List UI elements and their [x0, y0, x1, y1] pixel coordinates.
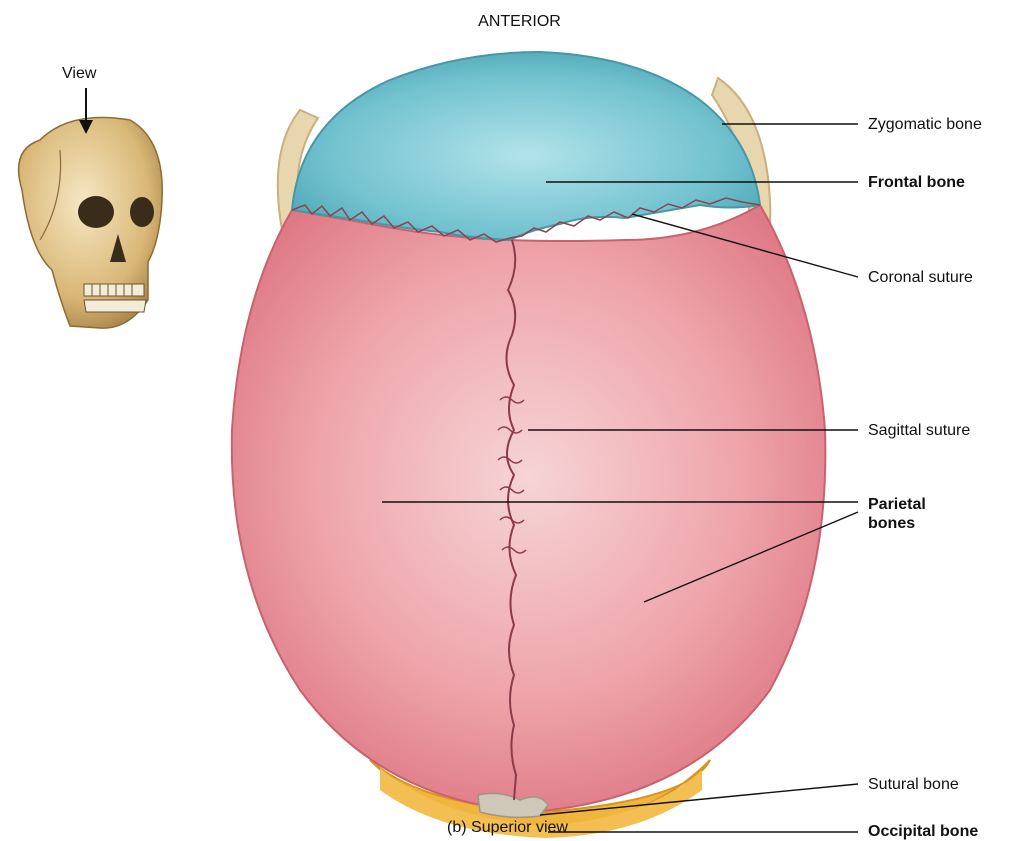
label-parietal-line2: bones	[868, 514, 958, 533]
sutural-bone	[478, 793, 548, 817]
label-parietal-bones: Parietal bones	[868, 495, 958, 533]
label-zygomatic-bone: Zygomatic bone	[868, 115, 982, 134]
figure-caption-visible: (b) Superior view	[0, 818, 1015, 837]
inset-skull	[19, 118, 163, 329]
label-parietal-line1: Parietal	[868, 495, 958, 514]
label-frontal-bone: Frontal bone	[868, 173, 965, 192]
parietal-bones	[232, 205, 826, 812]
view-label: View	[62, 64, 96, 83]
orientation-label: ANTERIOR	[12, 12, 1015, 31]
label-sutural-bone: Sutural bone	[868, 775, 959, 794]
label-coronal-suture: Coronal suture	[868, 268, 973, 287]
label-sagittal-suture: Sagittal suture	[868, 421, 970, 440]
